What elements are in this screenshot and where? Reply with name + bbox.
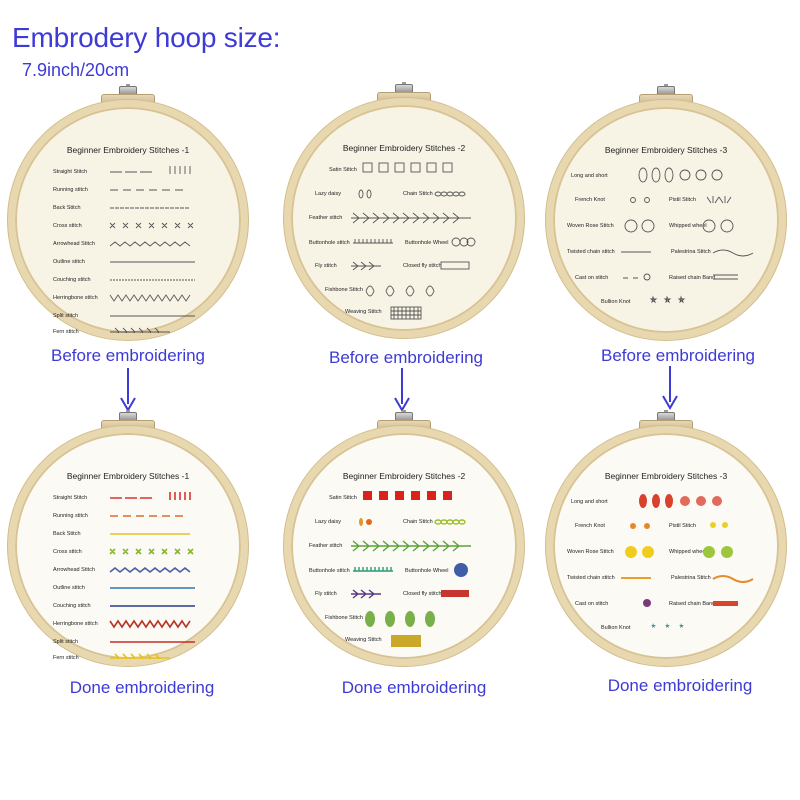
stitch-label: Whipped wheel xyxy=(669,223,707,229)
down-arrow-icon xyxy=(662,366,678,410)
stitch-label: Lazy daisy xyxy=(315,519,341,525)
stitch-label: Chain Stitch xyxy=(403,191,433,197)
down-arrow-icon xyxy=(394,368,410,412)
hoop-fabric: Beginner Embroidery Stitches -2 Satin St… xyxy=(284,426,524,666)
stitch-label: French Knot xyxy=(575,523,605,529)
stitch-patterns xyxy=(109,166,195,333)
stitch-label: Closed fly stitch xyxy=(403,263,442,269)
stitch-label: Weaving Stitch xyxy=(345,309,382,315)
stitch-label: Chain Stitch xyxy=(403,519,433,525)
caption-done: Done embroidering xyxy=(69,678,215,697)
subheading: 7.9inch/20cm xyxy=(22,60,130,80)
stitch-label: Running stitch xyxy=(53,187,88,193)
hoop-fabric: Beginner Embroidery Stitches -3 Long and… xyxy=(546,100,786,340)
stitch-label: Twisted chain stitch xyxy=(567,575,615,581)
stitch-label: Woven Rose Stitch xyxy=(567,223,614,229)
stitch-label: Pistil Stitch xyxy=(669,523,696,529)
stitch-label: Straight Stitch xyxy=(53,169,88,175)
stitch-label: Long and short xyxy=(571,499,608,505)
stitch-label: Buttonhole Wheel xyxy=(405,568,449,574)
stitch-label: Arrowhead Stitch xyxy=(53,241,95,247)
stitch-label: Cast on stitch xyxy=(575,275,609,281)
hoop-2-before: Beginner Embroidery Stitches -2 Satin St… xyxy=(284,82,524,344)
stitch-label: Fern stitch xyxy=(53,329,79,335)
down-arrow-icon xyxy=(120,368,136,412)
stitch-label: Woven Rose Stitch xyxy=(567,549,614,555)
stitch-label: Cross stitch xyxy=(53,223,82,229)
hoop-fabric: Beginner Embroidery Stitches -1 Straight… xyxy=(8,100,248,340)
stitch-label: Bullion Knot xyxy=(601,299,631,305)
stitch-label: Buttonhole stitch xyxy=(309,240,350,246)
hoop-title: Beginner Embroidery Stitches -3 xyxy=(604,145,728,155)
stitch-label: Raised chain Band xyxy=(669,275,716,281)
hoop-1-done: Beginner Embroidery Stitches -1 Straight… xyxy=(8,410,248,672)
hoop-title: Beginner Embroidery Stitches -1 xyxy=(66,145,190,155)
stitch-label: Back Stitch xyxy=(53,531,81,537)
hoop-fabric: Beginner Embroidery Stitches -3 Long and… xyxy=(546,426,786,666)
stitch-label: Satin Stitch xyxy=(329,495,357,501)
stitch-label: Raised chain Band xyxy=(669,601,716,607)
stitch-label: Split stitch xyxy=(53,639,79,645)
hoop-3-before: Beginner Embroidery Stitches -3 Long and… xyxy=(546,84,786,346)
hoop-title: Beginner Embroidery Stitches -2 xyxy=(342,471,466,481)
stitch-label: Weaving Stitch xyxy=(345,637,382,643)
caption-before: Before embroidering xyxy=(50,346,206,365)
stitch-label: Back Stitch xyxy=(53,205,81,211)
stitch-label: Outline stitch xyxy=(53,259,85,265)
stitch-label: Fern stitch xyxy=(53,655,79,661)
stitch-label: Couching stitch xyxy=(53,277,91,283)
hoop-title: Beginner Embroidery Stitches -1 xyxy=(66,471,190,481)
hoop-title: Beginner Embroidery Stitches -2 xyxy=(342,143,466,153)
hoop-fabric: Beginner Embroidery Stitches -2 Satin St… xyxy=(284,98,524,338)
stitch-label: Running stitch xyxy=(53,513,88,519)
stitch-label: Closed fly stitch xyxy=(403,591,442,597)
hoop-title: Beginner Embroidery Stitches -3 xyxy=(604,471,728,481)
stitch-label: Satin Stitch xyxy=(329,167,357,173)
stitch-label: Cast on stitch xyxy=(575,601,609,607)
stitch-label: Palestrina Stitch xyxy=(671,575,711,581)
stitch-label: Outline stitch xyxy=(53,585,85,591)
stitch-label: Palestrina Stitch xyxy=(671,249,711,255)
stitch-patterns xyxy=(621,494,754,628)
stitch-label: Feather stitch xyxy=(309,543,343,549)
stitch-patterns xyxy=(109,492,195,659)
stitch-label: Buttonhole Wheel xyxy=(405,240,449,246)
stitch-label: Cross stitch xyxy=(53,549,82,555)
stitch-label: French Knot xyxy=(575,197,605,203)
stitch-label: Bullion Knot xyxy=(601,625,631,631)
stitch-label: Herringbone stitch xyxy=(53,295,98,301)
stitch-label: Herringbone stitch xyxy=(53,621,98,627)
stitch-label: Buttonhole stitch xyxy=(309,568,350,574)
hoop-2-done: Beginner Embroidery Stitches -2 Satin St… xyxy=(284,410,524,672)
caption-before: Before embroidering xyxy=(328,348,484,367)
stitch-patterns xyxy=(351,491,471,647)
heading: Embrodery hoop size: xyxy=(12,22,281,53)
stitch-label: Fly stitch xyxy=(315,263,337,269)
stitch-label: Whipped wheel xyxy=(669,549,707,555)
caption-before: Before embroidering xyxy=(600,346,756,365)
stitch-label: Fishbone Stitch xyxy=(325,287,363,293)
stitch-patterns xyxy=(351,162,476,320)
stitch-label: Fishbone Stitch xyxy=(325,615,363,621)
stitch-label: Long and short xyxy=(571,173,608,179)
caption-done: Done embroidering xyxy=(607,676,753,695)
stitch-label: Twisted chain stitch xyxy=(567,249,615,255)
stitch-label: Fly stitch xyxy=(315,591,337,597)
stitch-patterns xyxy=(621,167,754,304)
stitch-label: Arrowhead Stitch xyxy=(53,567,95,573)
stitch-label: Lazy daisy xyxy=(315,191,341,197)
caption-done: Done embroidering xyxy=(341,678,487,697)
hoop-1-before: Beginner Embroidery Stitches -1 Straight… xyxy=(8,84,248,346)
stitch-label: Couching stitch xyxy=(53,603,91,609)
stitch-label: Feather stitch xyxy=(309,215,343,221)
hoop-fabric: Beginner Embroidery Stitches -1 Straight… xyxy=(8,426,248,666)
hoop-3-done: Beginner Embroidery Stitches -3 Long and… xyxy=(546,410,786,672)
stitch-label: Pistil Stitch xyxy=(669,197,696,203)
stitch-label: Split stitch xyxy=(53,313,79,319)
stitch-label: Straight Stitch xyxy=(53,495,88,501)
